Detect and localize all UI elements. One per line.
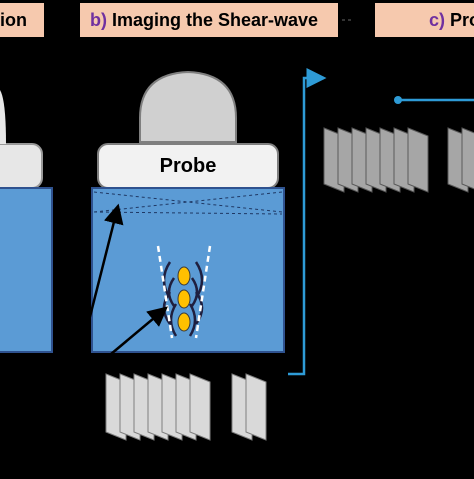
- step-label-a: tion: [0, 3, 44, 37]
- push-beam-lines: [156, 245, 212, 339]
- step-label-c-title: Pro: [450, 10, 474, 30]
- step-label-b-letter: b): [90, 10, 107, 30]
- pointer-arrow-plane-wave: [74, 203, 124, 373]
- step-label-a-text: tion: [0, 10, 27, 30]
- flow-arrow-b-to-c: [288, 68, 327, 376]
- step-label-b: b) Imaging the Shear-wave: [80, 3, 338, 37]
- step-label-c: c) Pro: [375, 3, 474, 37]
- frame-stack-c: [323, 127, 474, 193]
- plane-wave-lines: [93, 191, 283, 215]
- step-label-b-title: Imaging the Shear-wave: [107, 10, 319, 30]
- probe-head: [139, 70, 237, 143]
- step-label-c-letter: c): [429, 10, 446, 30]
- probe-label: Probe: [159, 155, 217, 177]
- flow-line-c: [394, 96, 474, 104]
- focus-points: [177, 266, 191, 332]
- frame-stack-b: [105, 373, 267, 441]
- panel-a-tissue: [0, 90, 53, 353]
- pointer-arrow-shear: [79, 306, 168, 381]
